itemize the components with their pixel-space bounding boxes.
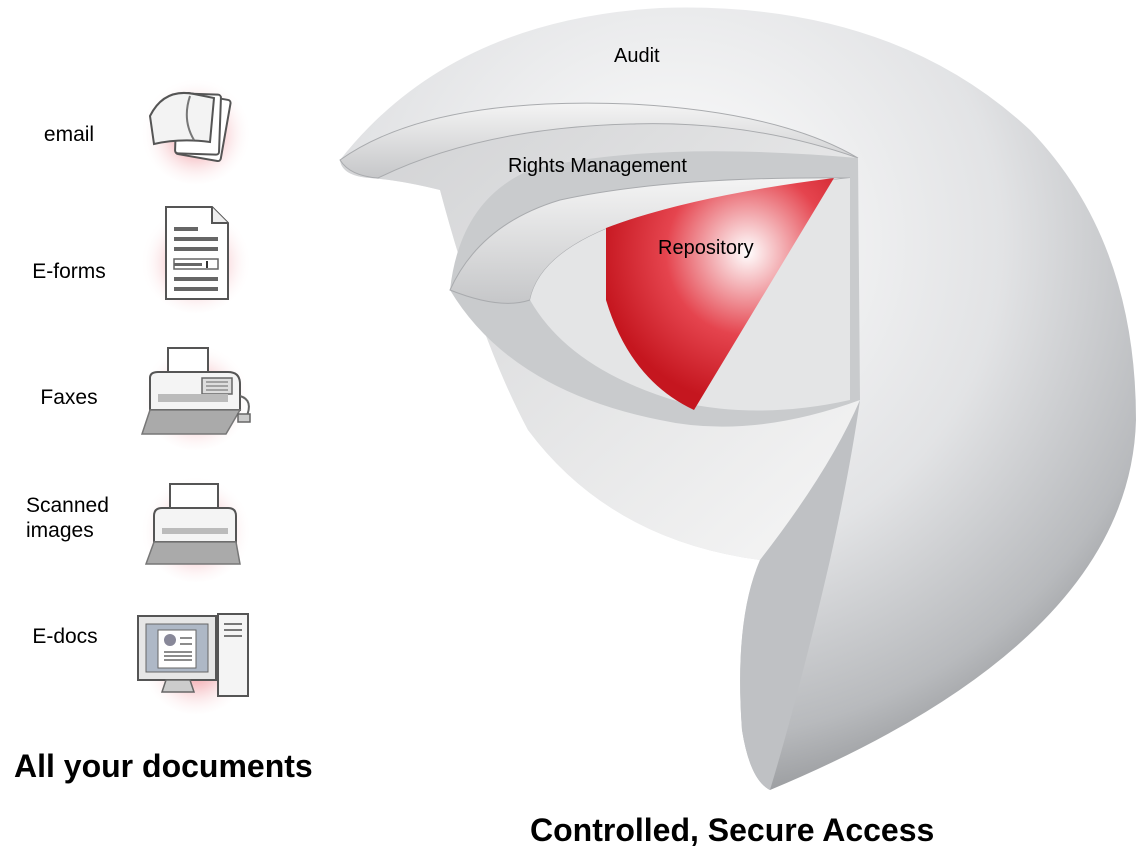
audit-label: Audit: [614, 45, 660, 67]
form-document-icon: [136, 197, 256, 317]
controlled-secure-access-heading: Controlled, Secure Access: [530, 812, 935, 848]
desktop-computer-icon: [136, 598, 256, 718]
scanned-images-label: Scanned images: [26, 494, 109, 542]
rights-management-label: Rights Management: [508, 155, 687, 177]
repository-core: [606, 178, 834, 410]
eforms-label: E-forms: [32, 260, 106, 283]
all-documents-heading: All your documents: [14, 748, 313, 784]
email-envelopes-icon: [136, 68, 256, 188]
edocs-label: E-docs: [32, 625, 98, 648]
scanner-icon: [136, 466, 256, 586]
secure-access-sphere: Audit Rights Management Repository: [339, 7, 1136, 790]
fax-machine-icon: [136, 334, 256, 454]
email-label: email: [43, 123, 95, 146]
repository-label: Repository: [658, 237, 754, 259]
faxes-label: Faxes: [40, 386, 98, 409]
